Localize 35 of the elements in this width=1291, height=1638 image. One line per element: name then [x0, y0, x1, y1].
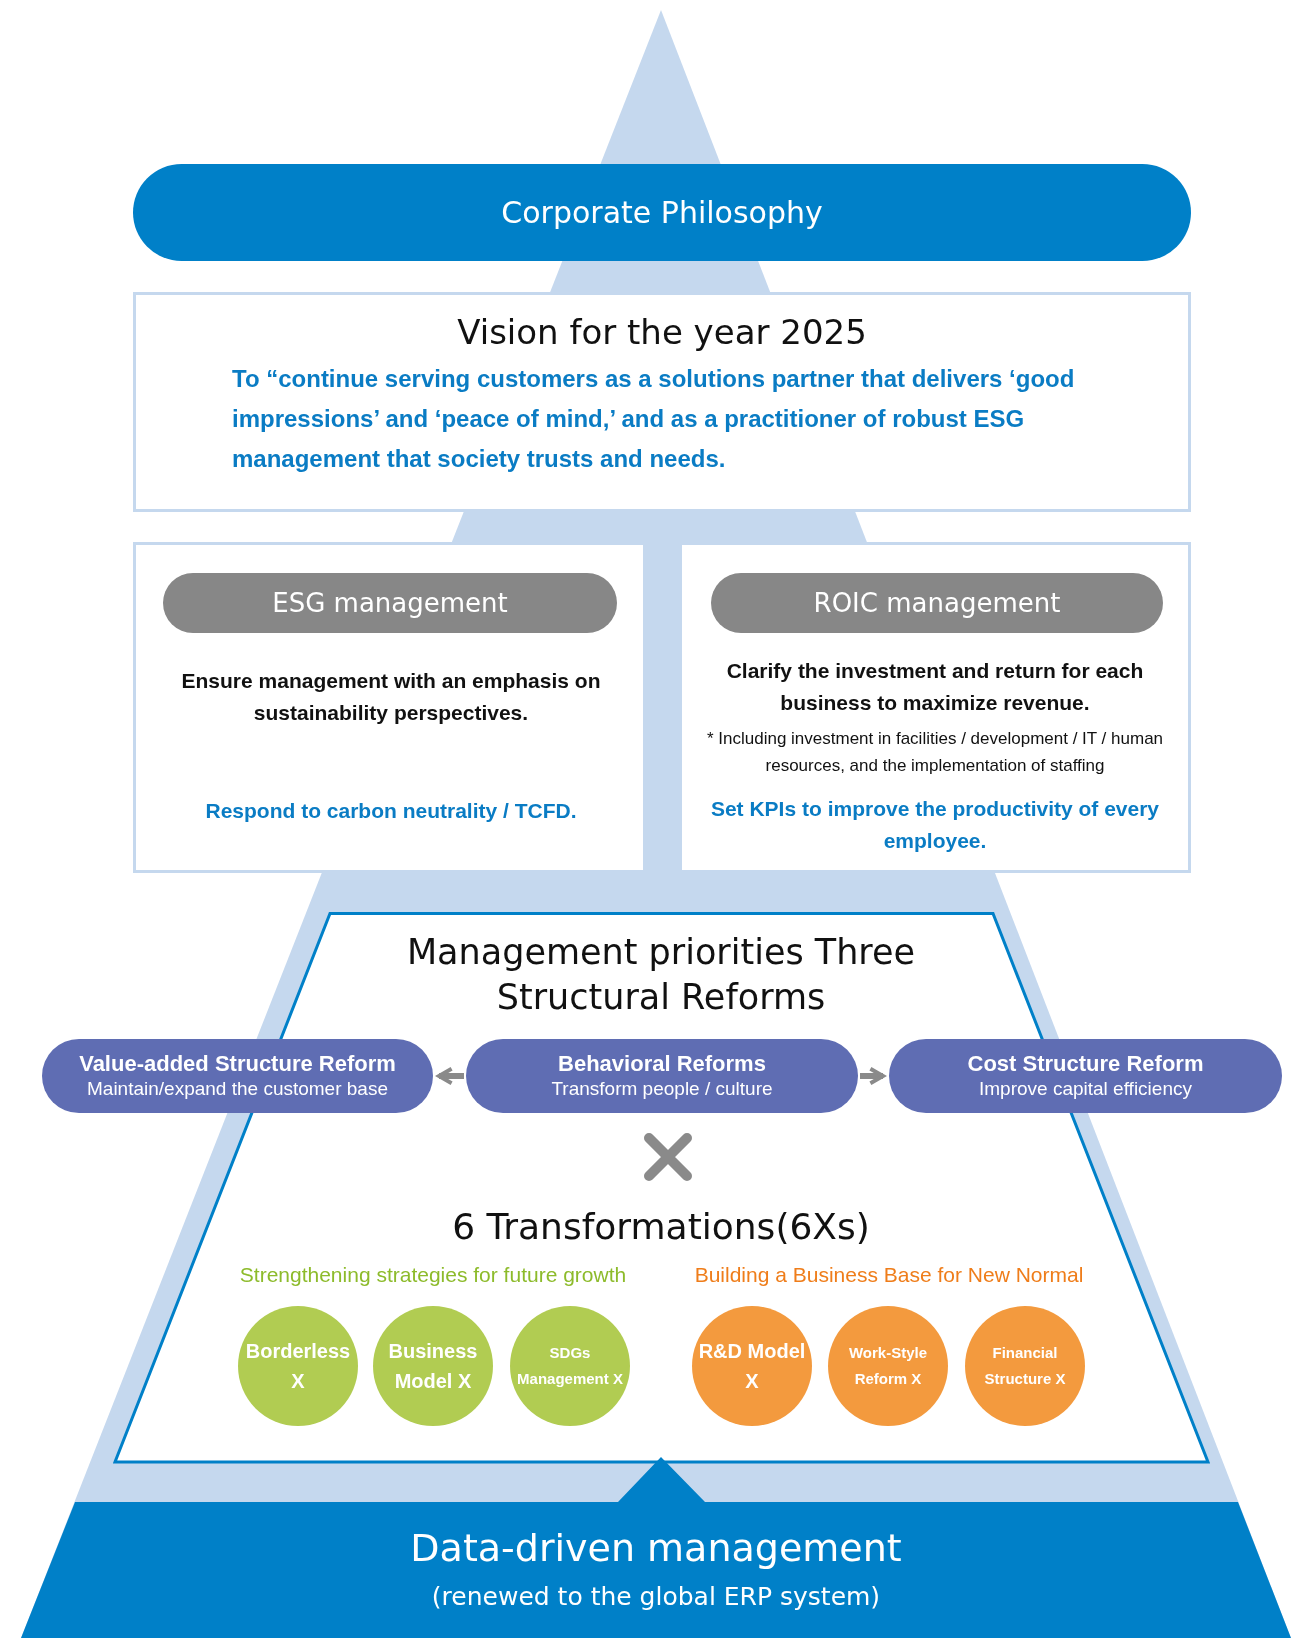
footnote: * Including investment in facilities / development / IT / human resources, and the implementation of staffing — [705, 728, 1165, 777]
description: Transform people / culture — [551, 1077, 773, 1101]
label: Work-Style Reform X — [847, 1343, 929, 1389]
commitment-text: Respond to carbon neutrality / TCFD. — [204, 798, 578, 824]
description: Maintain/expand the customer base — [87, 1077, 388, 1101]
heading: Vision for the year 2025 — [456, 311, 868, 354]
content-panel — [133, 292, 1191, 512]
label: Business Model X — [387, 1339, 479, 1394]
label: Cost Structure Reform — [967, 1051, 1204, 1077]
heading: Management priorities Three Structural Reforms — [405, 931, 917, 1019]
description: Improve capital efficiency — [979, 1077, 1192, 1101]
heading: 6 Transformations(6Xs) — [451, 1205, 871, 1249]
label: R&D Model X — [697, 1339, 807, 1394]
label: Behavioral Reforms — [558, 1051, 766, 1077]
vision-statement: To “continue serving customers as a solutions partner that delivers ‘good impressions’ and ‘peace of mind,’ and as a practitioner of robust ESG management that society trusts and needs. — [232, 364, 1076, 474]
arrow — [437, 1066, 464, 1086]
title: Corporate Philosophy — [501, 193, 823, 232]
content-panel — [679, 542, 1191, 873]
subheading: Strengthening strategies for future growth — [238, 1262, 628, 1288]
label: Financial Structure X — [983, 1343, 1067, 1389]
description: Ensure management with an emphasis on sustainability perspectives. — [180, 668, 602, 726]
label: Value-added Structure Reform — [79, 1051, 396, 1077]
heading-pill — [163, 573, 617, 633]
label: ROIC management — [813, 586, 1061, 620]
description: Clarify the investment and return for each business to maximize revenue. — [725, 658, 1145, 716]
label: Borderless X — [244, 1339, 352, 1394]
subheading: Building a Business Base for New Normal — [693, 1262, 1085, 1288]
content-panel — [133, 542, 646, 873]
label: SDGs Management X — [516, 1343, 624, 1389]
description: (renewed to the global ERP system) — [430, 1581, 882, 1613]
label: ESG management — [272, 586, 508, 620]
kpi-text: Set KPIs to improve the productivity of every employee. — [709, 796, 1161, 854]
heading: Data-driven management — [409, 1525, 903, 1572]
arrow — [860, 1066, 885, 1086]
heading-pill — [711, 573, 1163, 633]
